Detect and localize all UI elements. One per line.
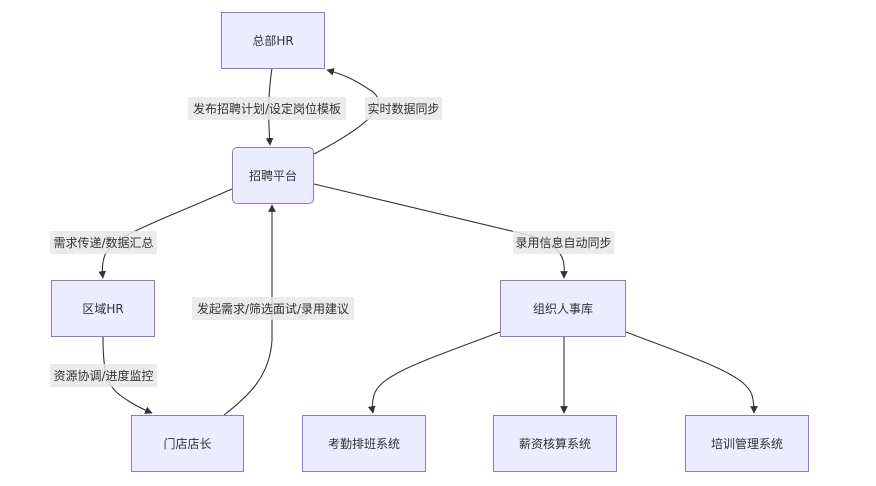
node-org-hr-database-label: 组织人事库	[532, 302, 593, 316]
node-training-system: 培训管理系统	[685, 415, 809, 472]
edge-platform-to-hq	[313, 68, 379, 155]
node-region-hr: 区域HR	[51, 280, 155, 337]
edge-label-demand-transfer: 需求传递/数据汇总	[50, 231, 157, 254]
node-org-hr-database: 组织人事库	[500, 280, 626, 337]
node-payroll-system-label: 薪资核算系统	[518, 437, 591, 451]
node-attendance-system-label: 考勤排班系统	[327, 437, 400, 451]
node-store-manager: 门店店长	[131, 415, 244, 472]
edge-label-realtime-sync: 实时数据同步	[365, 97, 442, 120]
node-payroll-system: 薪资核算系统	[493, 415, 617, 472]
node-region-hr-label: 区域HR	[82, 302, 124, 316]
node-training-system-label: 培训管理系统	[710, 437, 783, 451]
edge-label-resource-coordination: 资源协调/进度监控	[50, 364, 157, 387]
node-store-manager-label: 门店店长	[163, 437, 212, 451]
node-attendance-system: 考勤排班系统	[302, 415, 426, 472]
edge-region-to-store	[102, 336, 153, 414]
edge-org-to-training	[625, 331, 758, 414]
edge-org-to-attendance	[367, 331, 501, 414]
node-hq-hr: 总部HR	[221, 12, 325, 69]
edge-label-publish-plan: 发布招聘计划/设定岗位模板	[188, 97, 346, 120]
node-hq-hr-label: 总部HR	[252, 34, 294, 48]
node-recruitment-platform: 招聘平台	[232, 147, 314, 204]
edge-store-to-platform	[223, 204, 276, 416]
node-recruitment-platform-label: 招聘平台	[248, 169, 297, 183]
edge-label-initiate-demand: 发起需求/筛选面试/录用建议	[192, 297, 354, 320]
edge-label-hire-sync: 录用信息自动同步	[513, 231, 614, 254]
